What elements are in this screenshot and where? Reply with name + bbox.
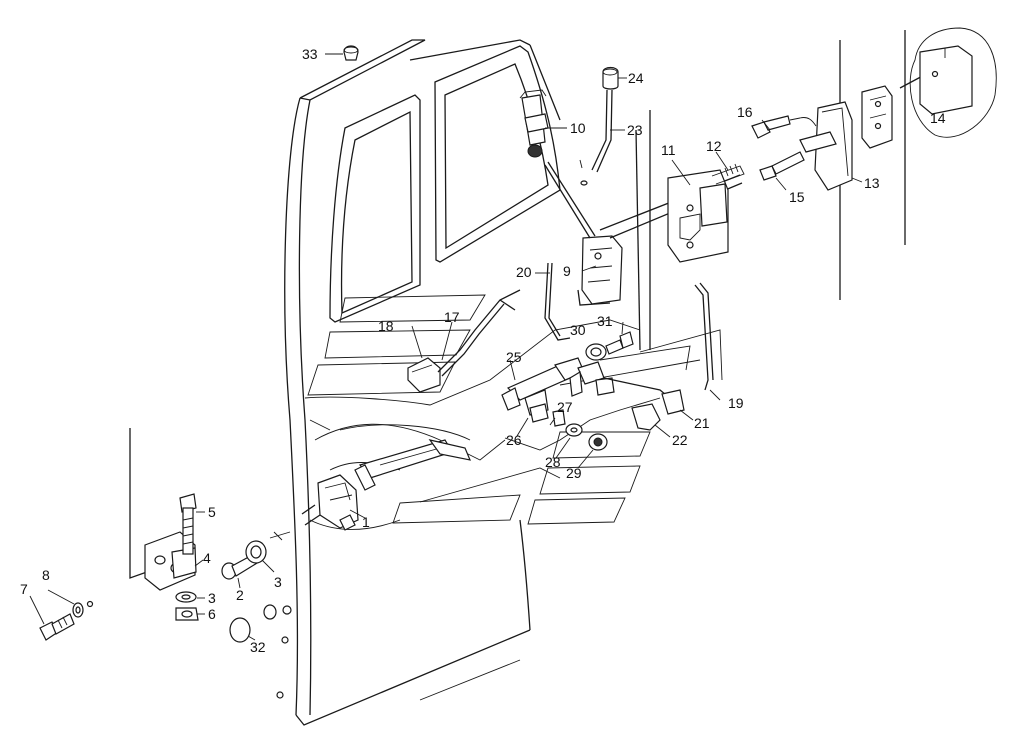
callout-10: 10 [570, 120, 586, 136]
callout-20: 20 [516, 264, 532, 280]
bracket-10 [519, 89, 549, 158]
callout-7: 7 [20, 581, 28, 597]
callout-2: 2 [236, 587, 244, 603]
rod-20 [544, 262, 571, 341]
mounting-bolt [221, 531, 292, 699]
callout-12: 12 [706, 138, 722, 154]
interior-handle [407, 289, 521, 393]
callout-9: 9 [563, 263, 571, 279]
callout-14: 14 [930, 110, 946, 126]
callout-4: 4 [203, 550, 211, 566]
striker-assembly [799, 27, 997, 300]
callout-labels: 1 2 3 3 4 5 6 7 8 9 10 11 12 13 14 15 16… [20, 46, 946, 655]
callout-28: 28 [545, 454, 561, 470]
callout-18: 18 [378, 318, 394, 334]
callout-3a: 3 [274, 574, 282, 590]
callout-29: 29 [566, 465, 582, 481]
callout-17: 17 [444, 309, 460, 325]
window-frame [329, 45, 561, 323]
callout-6: 6 [208, 606, 216, 622]
callout-3b: 3 [208, 590, 216, 606]
washer-screw-30-31 [585, 331, 634, 361]
callout-11: 11 [661, 142, 676, 158]
callout-23: 23 [627, 122, 643, 138]
callout-32: 32 [250, 639, 266, 655]
striker-bolts [751, 115, 817, 181]
callout-26: 26 [506, 432, 522, 448]
hinge-bolt [179, 493, 197, 555]
hinge-washer-nut [175, 591, 199, 621]
callout-30: 30 [570, 322, 586, 338]
callout-21: 21 [694, 415, 710, 431]
callout-24: 24 [628, 70, 644, 86]
lock-assembly [301, 474, 359, 531]
callout-1: 1 [362, 514, 370, 530]
callout-33: 33 [302, 46, 318, 62]
lock-body-11 [667, 163, 745, 263]
plug-33 [343, 45, 359, 61]
leader-lines [29, 53, 863, 641]
washers-28-29 [565, 423, 608, 451]
trim-bands [307, 294, 723, 525]
callout-27: 27 [557, 399, 573, 415]
bolt-washer-left [39, 600, 94, 641]
callout-13: 13 [864, 175, 880, 191]
callout-31: 31 [597, 313, 613, 329]
callout-25: 25 [506, 349, 522, 365]
callout-22: 22 [672, 432, 688, 448]
callout-19: 19 [728, 395, 744, 411]
callout-16: 16 [737, 104, 753, 120]
rod-levers [569, 282, 714, 431]
callout-5: 5 [208, 504, 216, 520]
inner-handle-linkage [354, 439, 471, 491]
callout-8: 8 [42, 567, 50, 583]
door-panel [284, 39, 651, 726]
lock-rod-knob [579, 66, 619, 186]
callout-15: 15 [789, 189, 805, 205]
outer-handle [501, 357, 585, 427]
